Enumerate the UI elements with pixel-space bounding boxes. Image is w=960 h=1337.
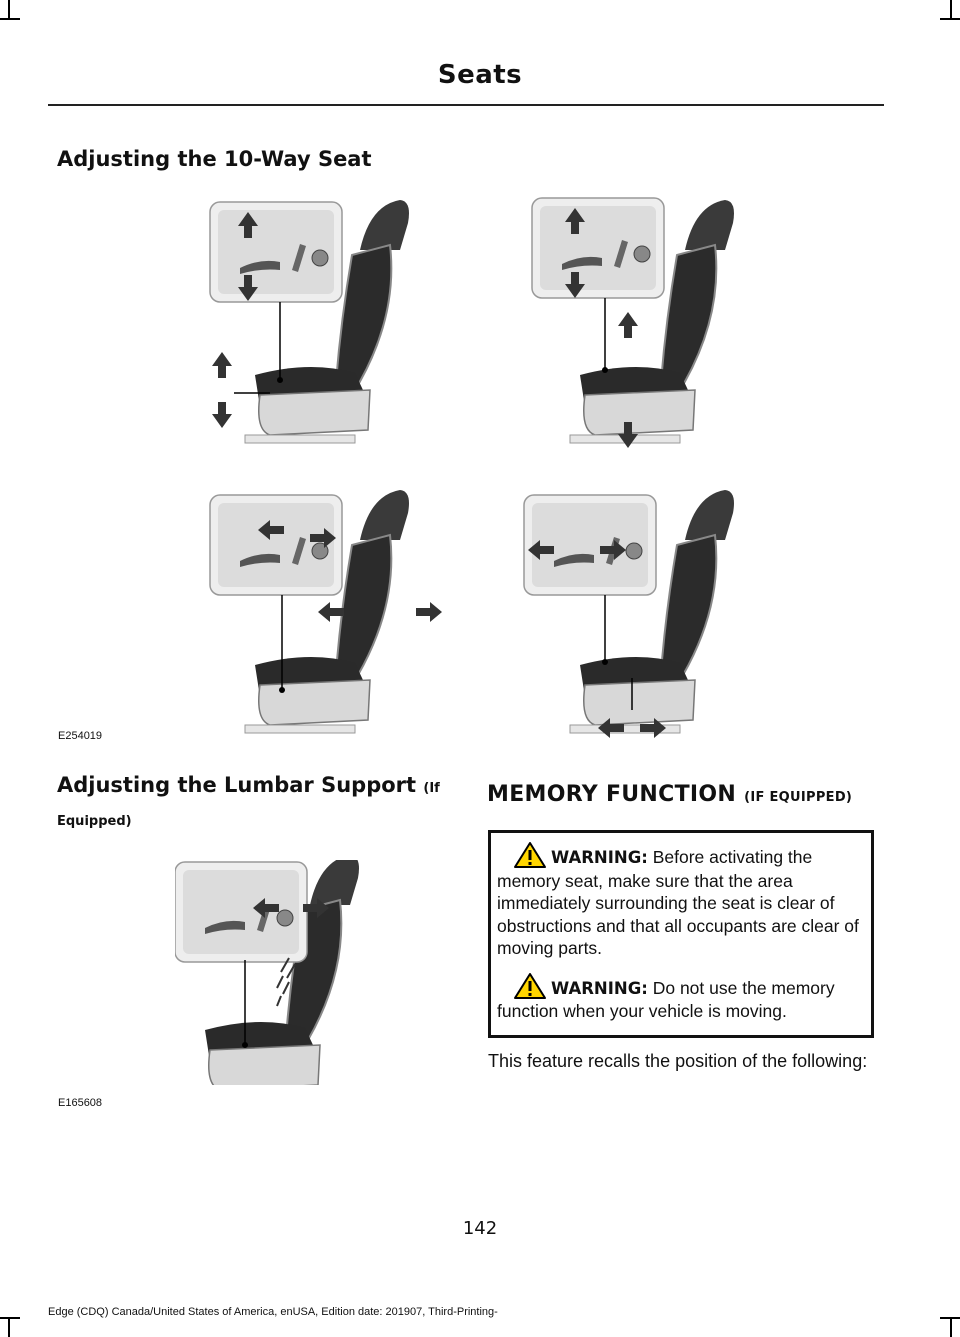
figure-id: E254019 [58, 730, 103, 742]
warning-item: WARNING: Before activating the memory se… [497, 841, 865, 960]
crop-mark [8, 0, 10, 20]
header-rule [48, 104, 884, 106]
warning-triangle-icon [514, 842, 546, 868]
section-heading-memory: MEMORY FUNCTION (IF EQUIPPED) [487, 782, 853, 807]
footer-text: Edge (CDQ) Canada/United States of Ameri… [48, 1306, 498, 1318]
page-number: 142 [462, 1218, 498, 1239]
crop-mark [950, 0, 952, 20]
crop-mark [950, 1317, 952, 1337]
crop-mark [0, 1317, 20, 1319]
figure-id: E165608 [58, 1097, 103, 1109]
warning-item: WARNING: Do not use the memory function … [497, 972, 865, 1023]
seat-adjustment-figure [209, 197, 735, 738]
section-heading-10-way: Adjusting the 10-Way Seat [57, 147, 372, 171]
warning-box: WARNING: Before activating the memory se… [488, 830, 874, 1038]
crop-mark [8, 1317, 10, 1337]
page-title: Seats [437, 60, 523, 90]
warning-triangle-icon [514, 972, 546, 999]
crop-mark [940, 18, 960, 20]
crop-mark [0, 18, 20, 20]
crop-mark [940, 1317, 960, 1319]
body-paragraph: This feature recalls the position of the… [488, 1051, 868, 1071]
section-heading-lumbar: Adjusting the Lumbar Support (If [57, 773, 440, 797]
lumbar-support-figure [175, 860, 360, 1085]
